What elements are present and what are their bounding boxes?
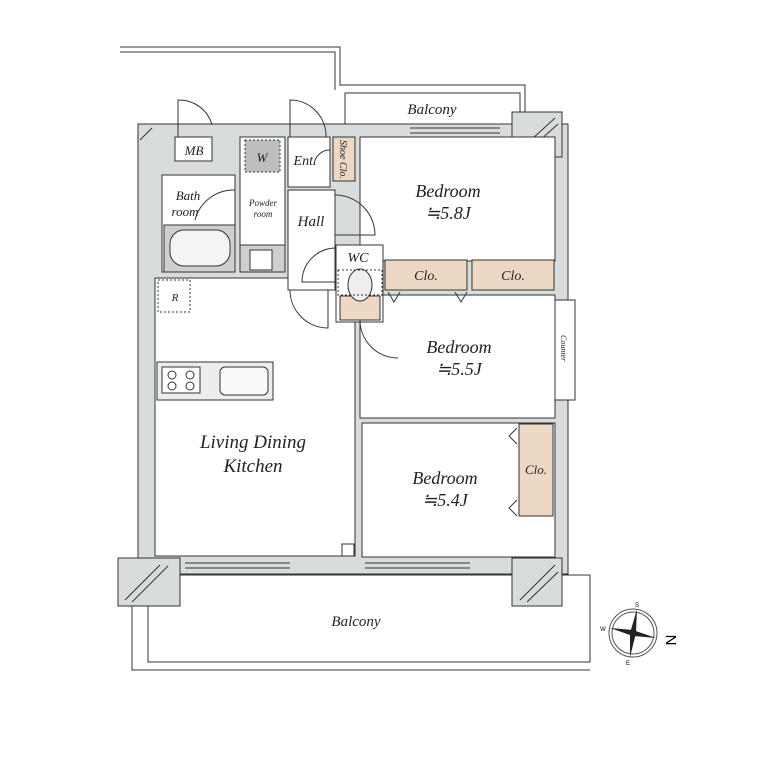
label-balcony-bottom: Balcony — [331, 614, 380, 630]
label-clo1: Clo. — [414, 269, 438, 284]
washer-space — [244, 139, 281, 173]
closet-2 — [471, 259, 555, 291]
stove — [161, 366, 201, 394]
compass-north: N — [662, 635, 679, 646]
label-bedroom2: Bedroom — [426, 337, 491, 357]
closet-3 — [518, 423, 554, 517]
bedroom2-room — [359, 294, 556, 419]
balcony-bottom-outline — [131, 600, 590, 671]
label-bath-2: room — [172, 204, 199, 219]
label-bedroom1-size: ≒5.8J — [425, 203, 472, 223]
bedroom1-room — [359, 136, 556, 262]
label-bath-1: Bath — [176, 188, 201, 203]
outer-outline-top — [120, 46, 526, 118]
outer-outline-top-inner — [120, 51, 336, 90]
compass-s: S — [635, 603, 639, 609]
corner-column-br — [511, 557, 563, 607]
entrance — [287, 136, 331, 188]
label-clo3: Clo. — [525, 462, 547, 477]
label-powder-1: Powder — [248, 198, 277, 208]
label-ldk-2: Kitchen — [222, 456, 282, 477]
compass-e: E — [626, 661, 630, 667]
corner-column-bl — [117, 557, 181, 607]
label-bedroom3: Bedroom — [412, 468, 477, 488]
burner — [185, 370, 195, 380]
label-ldk-1: Living Dining — [199, 432, 306, 453]
windows — [185, 127, 500, 569]
burner — [167, 381, 177, 391]
pipe-shaft — [341, 543, 355, 557]
label-clo2: Clo. — [501, 269, 525, 284]
refrigerator-space — [157, 279, 191, 313]
compass-w: W — [600, 627, 606, 633]
ldk-room — [154, 277, 356, 557]
label-balcony-top: Balcony — [407, 102, 456, 118]
label-ent: Ent. — [293, 154, 317, 169]
door-swings — [177, 99, 518, 517]
label-bedroom3-size: ≒5.4J — [422, 490, 469, 510]
sink — [219, 366, 269, 396]
label-counter: Counter — [559, 335, 568, 362]
counter-window — [554, 299, 576, 401]
label-hall: Hall — [297, 214, 325, 230]
label-powder-2: room — [254, 209, 273, 219]
label-r: R — [171, 292, 179, 304]
compass-icon: S W E N — [600, 603, 679, 667]
label-mb: MB — [184, 143, 204, 158]
bathtub-basin — [169, 229, 231, 267]
burner — [185, 381, 195, 391]
shoe-closet — [332, 136, 356, 182]
toilet — [347, 268, 373, 302]
closet-1 — [384, 259, 468, 291]
mb-box — [174, 136, 213, 162]
wc-dotted-area — [337, 269, 383, 296]
label-shoe-clo: Shoe Clo. — [337, 140, 348, 179]
label-bedroom2-size: ≒5.5J — [436, 359, 483, 379]
label-w: W — [257, 150, 269, 165]
label-bedroom1: Bedroom — [415, 181, 480, 201]
washbasin-bowl — [249, 249, 273, 271]
hall — [287, 189, 336, 291]
label-wc: WC — [348, 251, 370, 266]
burner — [167, 370, 177, 380]
